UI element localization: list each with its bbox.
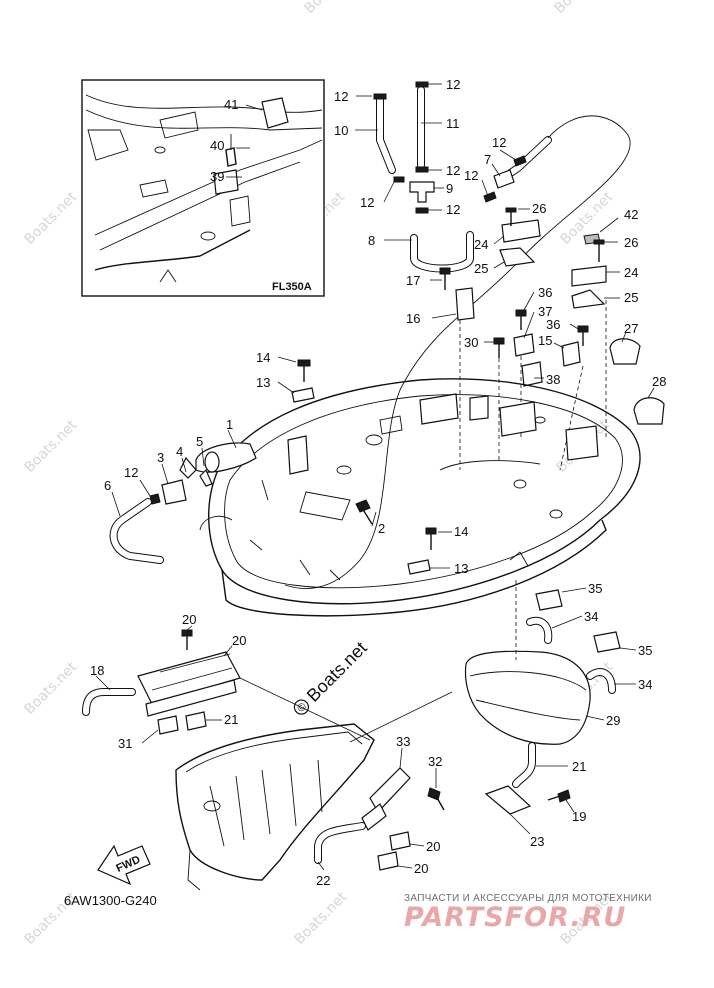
figure-code: 6AW1300-G240 (64, 893, 157, 908)
callout-26: 26 (532, 201, 546, 216)
callout-21: 20 (182, 612, 196, 627)
callout-20: 20 (426, 839, 440, 854)
callout-22: 22 (316, 873, 330, 888)
callout-28: 28 (652, 374, 666, 389)
watermark: Boats.net (22, 417, 81, 476)
watermark: Boats.net (22, 189, 81, 248)
callout-34: 34 (638, 677, 652, 692)
callout-12: 12 (446, 163, 460, 178)
callout-39: 39 (210, 169, 224, 184)
bottom-cowling (199, 378, 641, 617)
callout-3: 3 (157, 450, 164, 465)
callout-35: 35 (638, 643, 652, 658)
callout-20: 31 (118, 736, 132, 751)
callout-37: 37 (538, 304, 552, 319)
callout-32: 23 (530, 834, 544, 849)
callout-18: 33 (396, 734, 410, 749)
callout-12: 12 (360, 195, 374, 210)
callout-20: 20 (414, 861, 428, 876)
callout-31: 21 (572, 759, 586, 774)
inset-detail: 41 40 39 FL350A (81, 79, 325, 297)
callout-17: 17 (406, 273, 420, 288)
callout-35: 35 (588, 581, 602, 596)
callout-12: 12 (334, 89, 348, 104)
brand-tagline: ЗАПЧАСТИ И АКСЕССУАРЫ ДЛЯ МОТОТЕХНИКИ (404, 893, 652, 904)
callout-21: 32 (428, 754, 442, 769)
callout-12: 12 (446, 77, 460, 92)
callout-27: 27 (624, 321, 638, 336)
callout-38: 38 (546, 372, 560, 387)
callout-15: 15 (538, 333, 552, 348)
callout-6: 6 (104, 478, 111, 493)
left-fittings: 14 13 1 5 4 3 12 6 2 14 13 (104, 350, 468, 576)
callout-14: 14 (256, 350, 270, 365)
callout-19: 20 (232, 633, 246, 648)
callout-29: 29 (606, 713, 620, 728)
watermark: Boats.net (552, 0, 611, 17)
boats-net-logo: © Boats.net (293, 638, 371, 715)
callout-34: 34 (584, 609, 598, 624)
callout-12: 12 (446, 202, 460, 217)
callout-7: 7 (484, 152, 491, 167)
clamp-group-middle: 17 16 36 37 36 27 30 15 38 28 (406, 267, 666, 471)
fwd-arrow-icon: FWD (97, 844, 151, 886)
callout-23: 18 (90, 663, 104, 678)
callout-25: 25 (474, 261, 488, 276)
callout-40: 40 (210, 138, 224, 153)
watermark: Boats.net (22, 659, 81, 718)
bracket-group-right: 26 42 26 24 25 24 25 (474, 201, 638, 309)
callout-13: 13 (256, 375, 270, 390)
watermark: Boats.net (302, 0, 361, 17)
brand-footer: ЗАПЧАСТИ И АКСЕССУАРЫ ДЛЯ МОТОТЕХНИКИ PA… (404, 893, 704, 933)
callout-2: 2 (378, 521, 385, 536)
callout-36: 36 (546, 317, 560, 332)
silencer-group: 35 34 35 34 29 21 19 23 (464, 580, 652, 849)
callout-14: 14 (454, 524, 468, 539)
callout-16: 16 (406, 311, 420, 326)
callout-12: 12 (492, 135, 506, 150)
callout-25: 25 (624, 290, 638, 305)
callout-20: 21 (224, 712, 238, 727)
callout-12: 12 (124, 465, 138, 480)
center-watermark: Boats.net (303, 638, 371, 706)
callout-24: 24 (624, 265, 638, 280)
callout-41: 41 (224, 97, 238, 112)
callout-13: 13 (454, 561, 468, 576)
brand-logo: PARTSFOR.RU (404, 902, 627, 933)
callout-11: 11 (446, 116, 460, 131)
callout-33: 19 (572, 809, 586, 824)
callout-9: 9 (446, 181, 453, 196)
callout-42: 42 (624, 207, 638, 222)
callout-36: 36 (538, 285, 552, 300)
routing-wire (284, 115, 631, 589)
callout-24: 24 (474, 237, 488, 252)
callout-1: 1 (226, 417, 233, 432)
callout-5: 5 (196, 434, 203, 449)
callout-30: 30 (464, 335, 478, 350)
watermark: Boats.net (292, 889, 351, 948)
callout-12: 12 (464, 168, 478, 183)
inset-label: FL350A (272, 281, 312, 293)
callout-4: 4 (176, 444, 183, 459)
lower-pan-group: 20 20 18 21 31 33 32 20 20 22 (82, 612, 453, 891)
callout-10: 10 (334, 123, 348, 138)
callout-8: 8 (368, 233, 375, 248)
hose-group-top: 12 12 10 11 12 12 9 12 12 7 12 8 (334, 77, 552, 273)
callout-26: 26 (624, 235, 638, 250)
